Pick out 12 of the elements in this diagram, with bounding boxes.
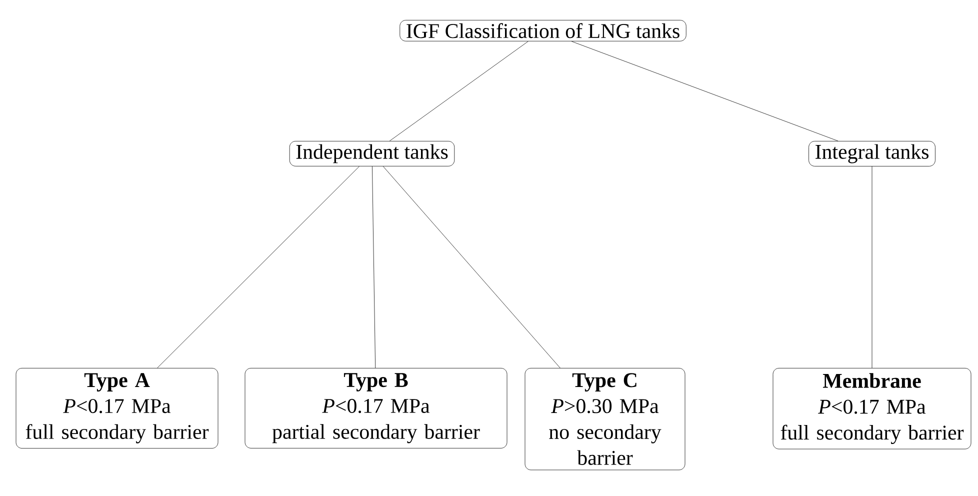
class-box: Integral tanks <box>808 140 936 166</box>
connector-line <box>382 166 560 368</box>
category-box: Membrane P<0.17 MPa full secondary barrier <box>772 368 972 450</box>
connector-line <box>157 166 360 368</box>
class-box: Independent tanks <box>289 140 455 166</box>
category-box: Type C P>0.30 MPa no secondary barrier <box>524 368 686 470</box>
connector-line <box>372 166 376 368</box>
connector-line <box>571 41 838 142</box>
category-box: Type A P<0.17 MPa full secondary barrier <box>16 368 218 449</box>
class-box: IGF Classification of LNG tanks <box>400 20 686 42</box>
connector-line <box>389 41 528 142</box>
category-box: Type B P<0.17 MPa partial secondary barrier <box>244 368 508 448</box>
